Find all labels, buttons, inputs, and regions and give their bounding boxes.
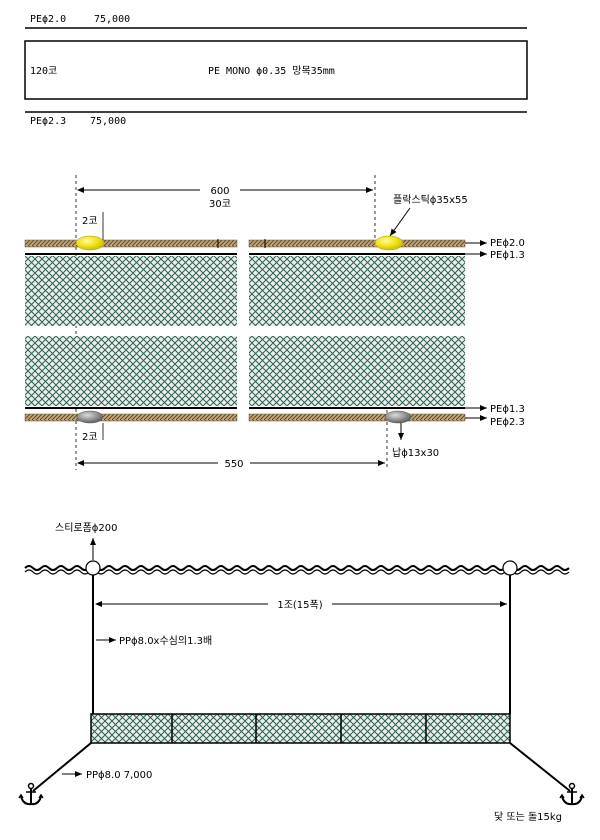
buoy-right (502, 560, 518, 576)
top-spacing-bg (200, 182, 240, 208)
top-spacing-mesh: 30코 (209, 199, 231, 210)
label-top-line: PEϕ1.3 (490, 250, 525, 261)
net-count-label: 120코 (30, 66, 57, 77)
foot-rope-right (248, 413, 466, 422)
float-left (75, 235, 105, 251)
head-rope-length: 75,000 (94, 14, 130, 25)
head-rope-left (24, 239, 238, 248)
net-spec-label: PE MONO ϕ0.35 망목35mm (208, 65, 335, 77)
buoy-left (85, 560, 101, 576)
sinker-label: 납ϕ13x30 (392, 447, 439, 459)
top-spacing-value: 600 (210, 186, 229, 197)
net-set (90, 713, 511, 744)
setup-diagram: 스티로폼ϕ200 1조(15폭) PPϕ8.0x수심의1.3배 PPϕ8.0 7… (18, 522, 585, 823)
buoy-label: 스티로폼ϕ200 (55, 522, 117, 534)
anchor-line-label: PPϕ8.0 7,000 (86, 770, 152, 781)
foot-rope-label: PEϕ2.3 (30, 116, 66, 127)
net-panel-top-left (25, 256, 237, 326)
spec-block: PEϕ2.0 75,000 120코 PE MONO ϕ0.35 망목35mm … (24, 14, 528, 127)
foot-rope-length: 75,000 (90, 116, 126, 127)
set-label: 1조(15폭) (277, 599, 322, 611)
head-rope-right (248, 239, 466, 248)
float-label: 플락스틱ϕ35x55 (393, 194, 468, 206)
panel-detail: 600 30코 2코 플락스틱ϕ35x55 2코 PEϕ2.0 (24, 175, 525, 470)
anchor-icon (18, 782, 44, 806)
sinker-gap-label: 2코 (82, 432, 98, 443)
label-bottom-rope: PEϕ2.3 (490, 417, 525, 428)
anchor-label: 닻 또는 돌15kg (494, 811, 562, 823)
water-surface-lower (24, 569, 570, 575)
set-label-bg (268, 596, 332, 612)
head-rope-label: PEϕ2.0 (30, 14, 66, 25)
net-panel-top-right (249, 256, 465, 326)
sinker-left (76, 410, 104, 424)
net-panel-bottom-left (25, 336, 237, 406)
buoy-line-label: PPϕ8.0x수심의1.3배 (119, 635, 212, 647)
net-panel-bottom-right (249, 336, 465, 406)
float-right (374, 235, 404, 251)
float-pointer (389, 207, 411, 237)
anchor-line-right (509, 742, 571, 792)
anchor-icon (559, 782, 585, 806)
bottom-spacing-bg (218, 456, 250, 470)
label-top-rope: PEϕ2.0 (490, 238, 525, 249)
water-surface (24, 565, 570, 571)
foot-rope-left (24, 413, 238, 422)
label-bottom-line: PEϕ1.3 (490, 404, 525, 415)
bottom-spacing-value: 550 (224, 459, 243, 470)
float-gap-label: 2코 (82, 216, 98, 227)
anchor-line-left (32, 742, 92, 792)
net-body-box (24, 40, 528, 100)
sinker-right (384, 410, 412, 424)
